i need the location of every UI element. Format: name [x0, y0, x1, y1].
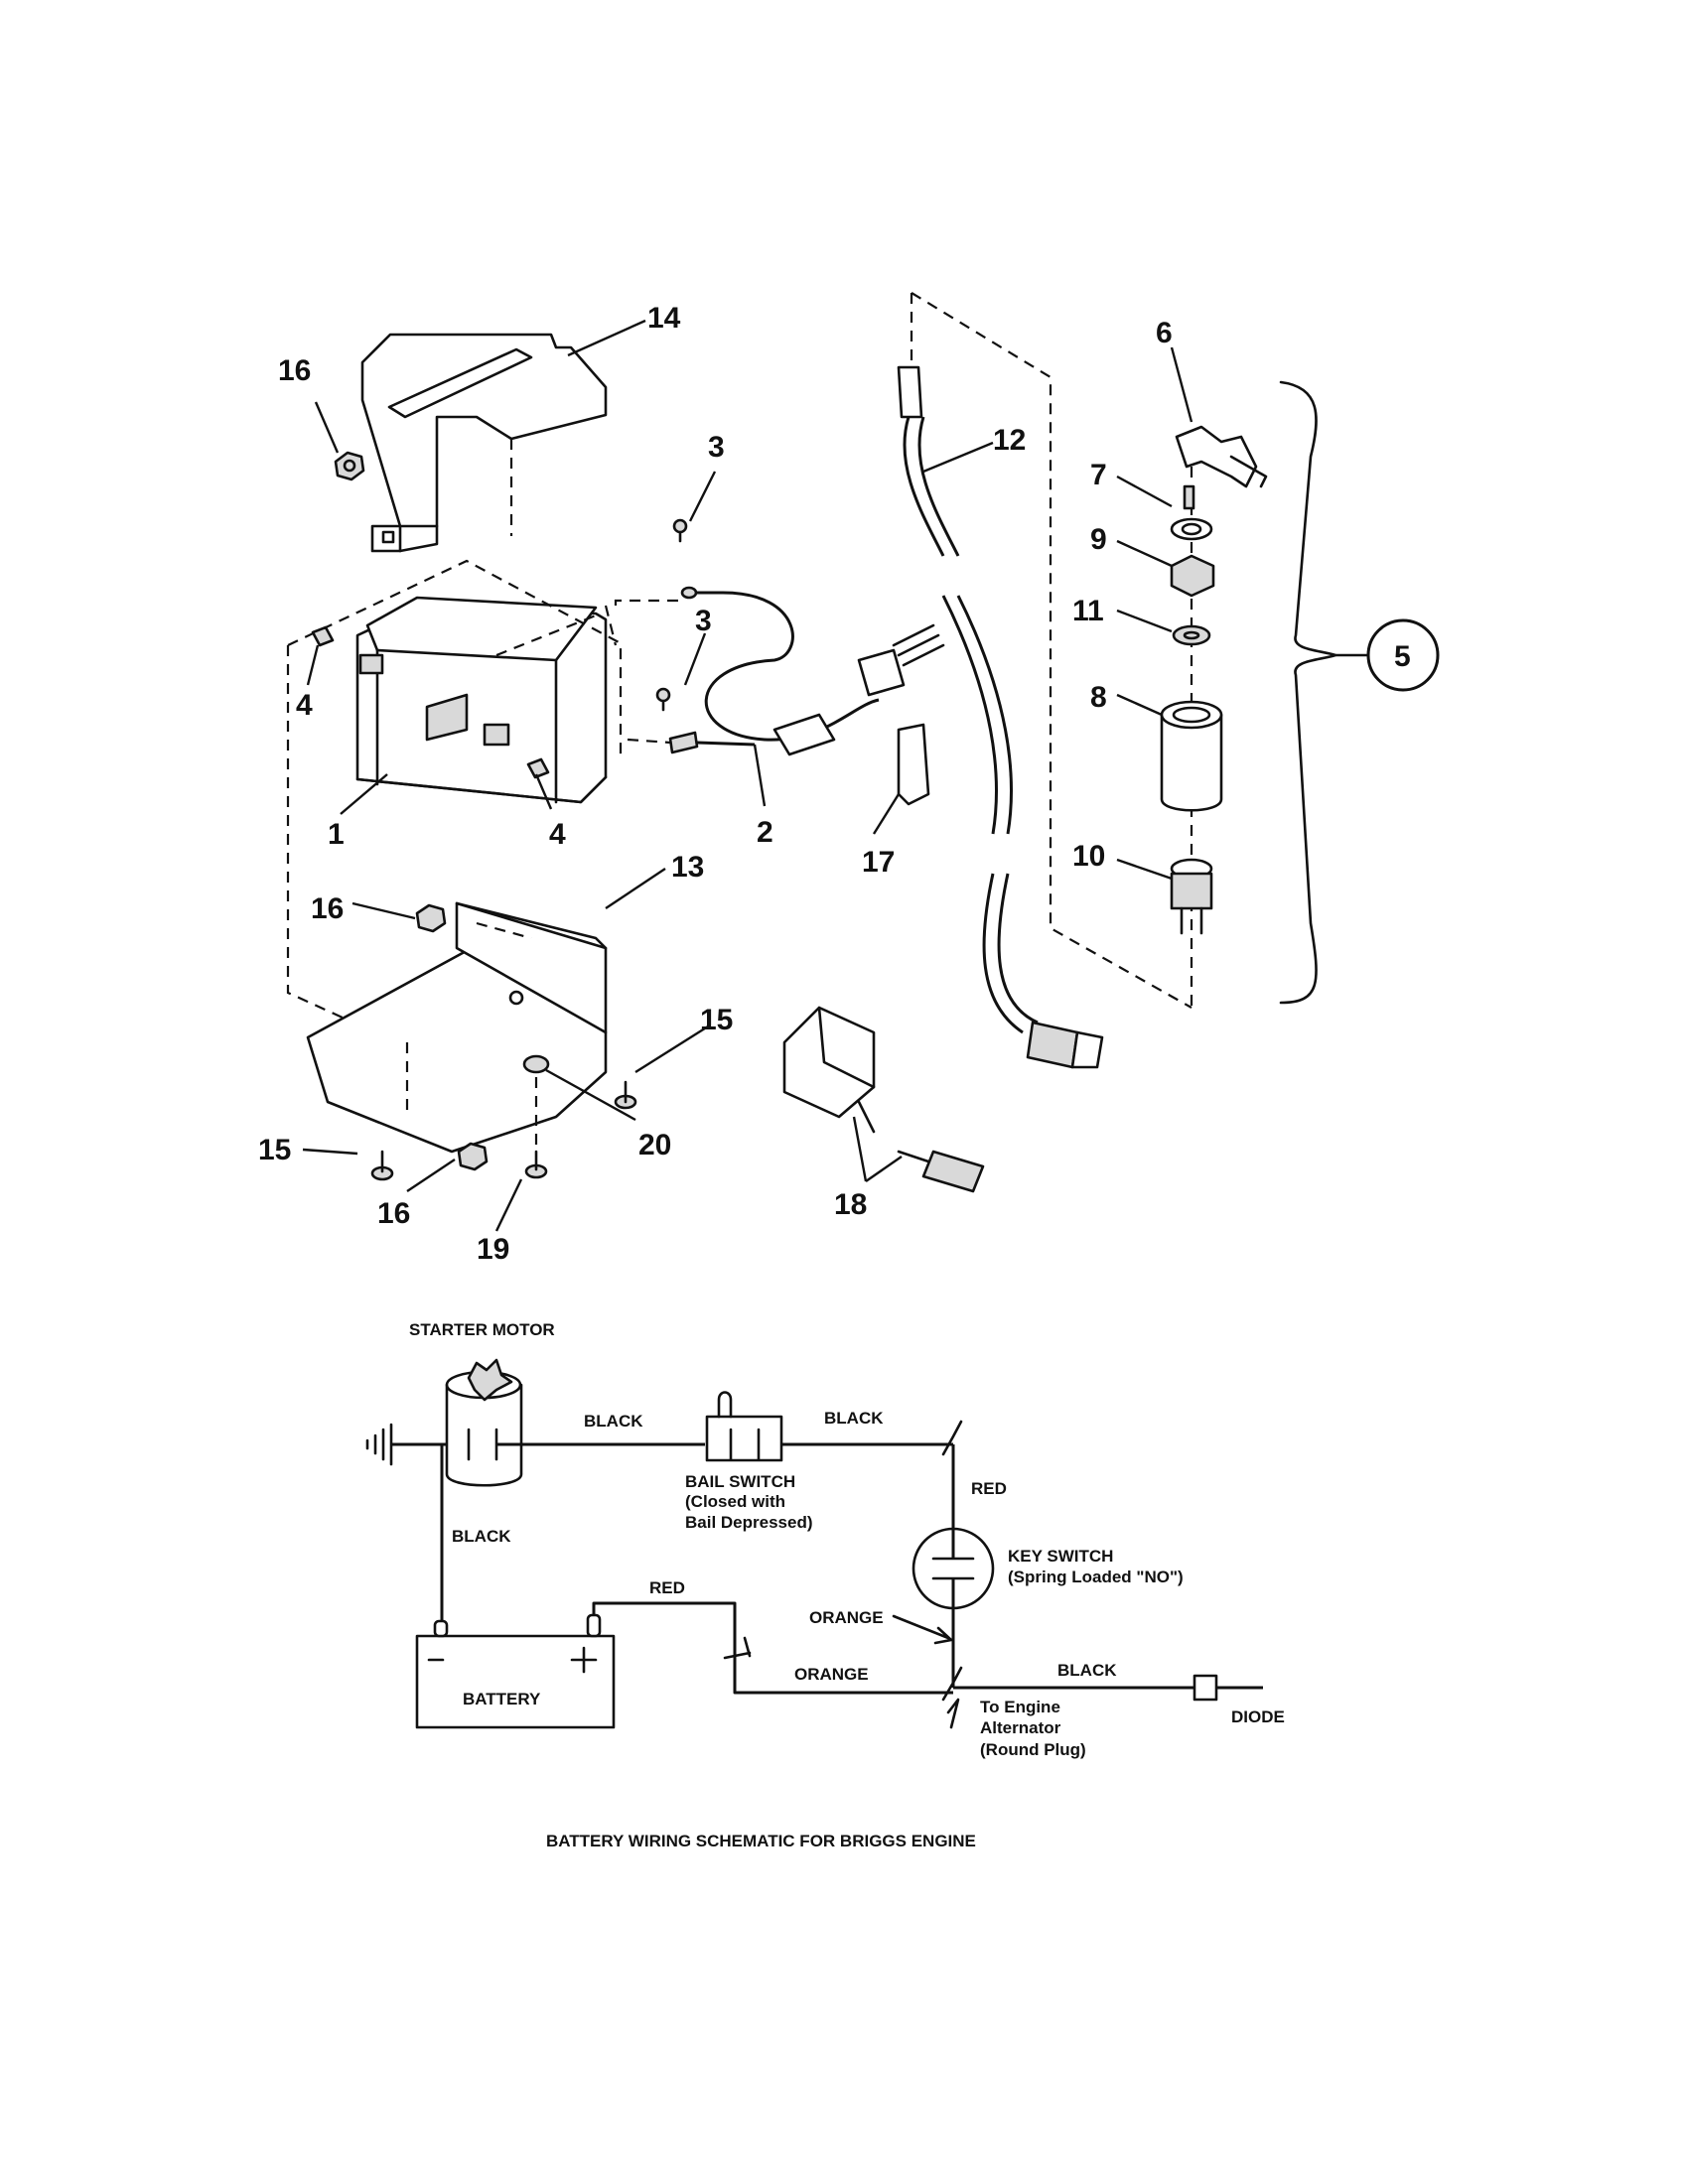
wire-label-black-2: BLACK	[824, 1409, 884, 1428]
battery-label: BATTERY	[463, 1690, 541, 1708]
clip-4-left	[311, 625, 335, 647]
bail-switch	[705, 1391, 783, 1462]
callout-13: 13	[671, 851, 704, 884]
callout-9: 9	[1090, 523, 1107, 556]
callout-10: 10	[1072, 840, 1105, 873]
wire-label-orange-1: ORANGE	[809, 1608, 884, 1627]
to-engine-label: To Engine Alternator (Round Plug)	[980, 1698, 1086, 1759]
callout-4-right: 4	[549, 818, 566, 851]
nut-16-top	[334, 451, 365, 481]
callout-17: 17	[862, 846, 895, 879]
callout-15-right: 15	[700, 1004, 733, 1036]
svg-text:Bail Depressed): Bail Depressed)	[685, 1513, 813, 1532]
battery-cover-bracket	[360, 333, 608, 553]
callout-16-top: 16	[278, 354, 311, 387]
clip-4-right	[526, 757, 550, 779]
battery-tray	[306, 901, 608, 1154]
callout-18: 18	[834, 1188, 867, 1221]
callout-12: 12	[993, 424, 1026, 457]
starter-motor	[445, 1358, 523, 1487]
svg-text:(Spring Loaded "NO"): (Spring Loaded "NO")	[1008, 1568, 1184, 1586]
diode-label: DIODE	[1231, 1707, 1285, 1726]
key-switch	[912, 1527, 995, 1610]
callout-3-bottom: 3	[695, 605, 712, 637]
svg-text:BAIL SWITCH: BAIL SWITCH	[685, 1472, 795, 1491]
callout-4-left: 4	[296, 689, 313, 722]
svg-text:(Round Plug): (Round Plug)	[980, 1740, 1086, 1759]
callout-19: 19	[477, 1233, 509, 1266]
callout-11: 11	[1072, 595, 1104, 627]
callout-15-left: 15	[258, 1134, 291, 1166]
screw-15-right	[614, 1080, 637, 1110]
wire-harness	[897, 365, 1104, 1069]
screw-19	[524, 1150, 548, 1179]
leader-lines	[302, 319, 1368, 1232]
svg-text:Alternator: Alternator	[980, 1718, 1061, 1737]
svg-text:To Engine: To Engine	[980, 1698, 1060, 1716]
callout-16-mid: 16	[311, 892, 344, 925]
callout-16-bottom: 16	[377, 1197, 410, 1230]
nut-16-mid	[415, 903, 447, 933]
callout-5: 5	[1394, 640, 1411, 673]
assembly-bracket	[1279, 380, 1337, 1005]
callout-20: 20	[638, 1129, 671, 1161]
wire-label-red-1: RED	[971, 1479, 1007, 1498]
callouts: 14 16 3 12 6 7 9 11 3 8 4 1 4 2 17 10 13…	[258, 302, 1440, 1266]
wire-orange-arrow	[892, 1614, 953, 1645]
ground-symbol	[365, 1423, 447, 1466]
callout-5-circle	[1366, 618, 1440, 692]
nut-16-bottom	[457, 1142, 489, 1171]
wire-label-red-2: RED	[649, 1578, 685, 1597]
key	[1175, 425, 1258, 488]
wiring-schematic: STARTER MOTOR BLACK BAIL SWITCH (Closed …	[365, 1320, 1285, 1850]
schematic-caption: BATTERY WIRING SCHEMATIC FOR BRIGGS ENGI…	[546, 1832, 976, 1850]
wire-label-black-4: BLACK	[452, 1527, 511, 1546]
wire-break-red	[723, 1636, 752, 1660]
wire-battery-red	[592, 1601, 953, 1695]
callout-1: 1	[328, 818, 345, 851]
exploded-view: 14 16 3 12 6 7 9 11 3 8 4 1 4 2 17 10 13…	[258, 292, 1440, 1266]
diode	[1193, 1674, 1263, 1702]
wire-label-black-3: BLACK	[1057, 1661, 1117, 1680]
callout-14: 14	[647, 302, 681, 335]
svg-text:(Closed with: (Closed with	[685, 1492, 785, 1511]
bail-switch-label: BAIL SWITCH (Closed with Bail Depressed)	[685, 1472, 813, 1532]
key-switch-label: KEY SWITCH (Spring Loaded "NO")	[1008, 1547, 1184, 1586]
callout-8: 8	[1090, 681, 1107, 714]
connector-plug	[857, 623, 945, 697]
screw-15-left	[370, 1150, 394, 1181]
battery-cable	[614, 518, 880, 756]
wire-label-black-1: BLACK	[584, 1412, 643, 1431]
callout-2: 2	[757, 816, 773, 849]
battery-symbol	[415, 1613, 616, 1729]
starter-motor-label: STARTER MOTOR	[409, 1320, 555, 1339]
key-switch-stack	[1160, 425, 1268, 1013]
callout-6: 6	[1156, 317, 1173, 349]
wire-break-lower	[946, 1698, 960, 1729]
callout-7: 7	[1090, 459, 1107, 491]
wire-break-top	[941, 1420, 963, 1456]
svg-text:KEY SWITCH: KEY SWITCH	[1008, 1547, 1113, 1566]
wire-label-orange-2: ORANGE	[794, 1665, 869, 1684]
callout-3-top: 3	[708, 431, 725, 464]
diode-assembly	[782, 1006, 985, 1193]
bracket-clip	[897, 723, 930, 806]
battery	[355, 596, 608, 804]
